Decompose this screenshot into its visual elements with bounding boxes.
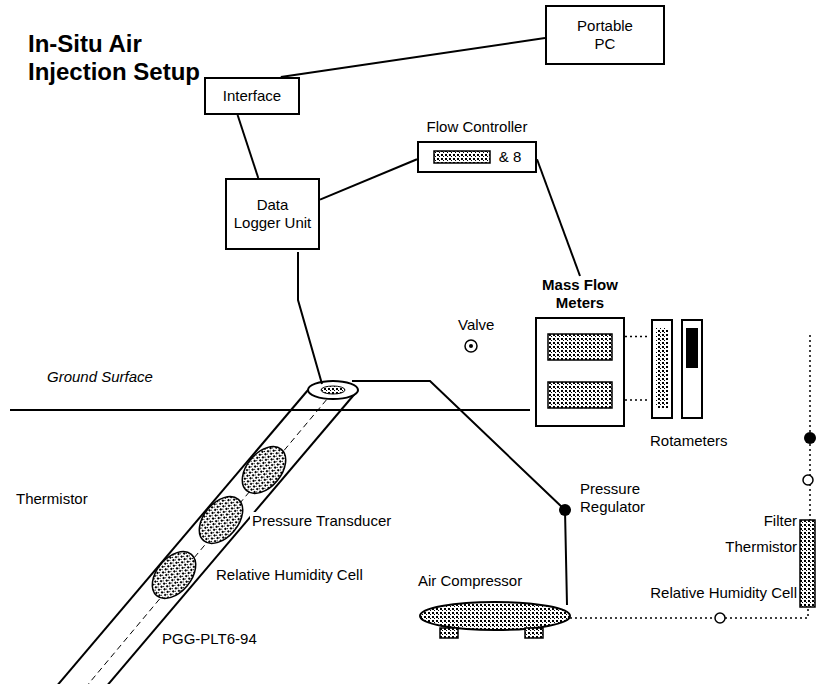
- display-symbol: [433, 150, 491, 164]
- part-label: Relative Humidity Cell: [214, 566, 365, 584]
- compressor-symbol: [420, 602, 570, 638]
- node-text: Portable PC: [575, 17, 635, 53]
- node-text: & 8: [499, 148, 522, 166]
- part-label: PGG-PLT6-94: [160, 630, 259, 648]
- dotted-link: [625, 399, 650, 401]
- connector: [281, 38, 545, 77]
- meter-display: [545, 326, 615, 418]
- box-outline: [535, 317, 625, 427]
- box-outline: Interface: [204, 77, 300, 115]
- part-label: Valve: [456, 316, 496, 334]
- node-text: Rotameters: [650, 432, 728, 450]
- meter-box: Mass Flow Meters: [535, 276, 625, 427]
- rotameter-symbol: [650, 318, 706, 422]
- connector: [537, 159, 580, 276]
- part-label: Filter: [640, 512, 799, 530]
- part-label: Relative Humidity Cell: [620, 584, 799, 602]
- node-text: Mass Flow Meters: [535, 276, 625, 312]
- node-text: Flow Controller: [417, 118, 537, 136]
- connector: [625, 336, 650, 338]
- controller-box: Flow Controller & 8: [417, 118, 537, 173]
- borehole: [50, 381, 358, 684]
- connector: [238, 115, 259, 178]
- node-text: Data Logger Unit: [232, 196, 313, 232]
- part-label: Ground Surface: [45, 368, 155, 386]
- part-label: Air Compressor: [416, 572, 524, 590]
- pressure-regulator-symbol: [559, 504, 571, 516]
- interface-box: Interface: [204, 77, 300, 115]
- node-text: Interface: [223, 87, 281, 105]
- diagram-title: In-Situ Air Injection Setup: [28, 30, 223, 86]
- part-label: Thermistor: [640, 538, 799, 556]
- part-label: Thermistor: [14, 490, 90, 508]
- logger-box: Data Logger Unit: [225, 178, 320, 250]
- box-outline: & 8: [417, 141, 537, 173]
- cable: [298, 252, 322, 384]
- box-outline: Data Logger Unit: [225, 178, 320, 250]
- box-outline: Portable PC: [545, 5, 665, 65]
- connector: [320, 159, 417, 199]
- part-label: Pressure Regulator: [578, 480, 664, 516]
- part-label: Pressure Transducer: [250, 512, 393, 530]
- valve-symbol: [465, 340, 477, 352]
- filter-symbol: [800, 520, 815, 607]
- rotameter-box: Rotameters: [650, 318, 728, 450]
- pc-box: Portable PC: [545, 5, 665, 65]
- ground-line: [10, 409, 530, 411]
